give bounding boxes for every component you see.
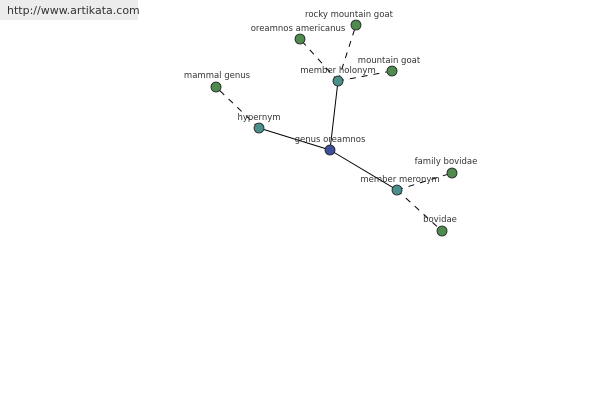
label-family-bovidae: family bovidae bbox=[415, 157, 478, 167]
node-member-holonym[interactable] bbox=[332, 75, 344, 87]
node-member-meronym[interactable] bbox=[391, 184, 403, 196]
label-root: genus oreamnos bbox=[295, 135, 366, 145]
label-rocky-mountain-goat: rocky mountain goat bbox=[305, 10, 394, 20]
edge-root-to-member-meronym bbox=[329, 149, 398, 191]
label-member-meronym: member meronym bbox=[360, 175, 439, 185]
edge-member-meronym-to-bovidae bbox=[396, 189, 443, 232]
edge-root-to-hypernym bbox=[258, 127, 331, 151]
edge-hypernym-to-mammal-genus bbox=[215, 86, 260, 129]
node-root[interactable] bbox=[324, 144, 336, 156]
label-mammal-genus: mammal genus bbox=[184, 71, 251, 81]
label-mountain-goat: mountain goat bbox=[358, 56, 421, 66]
node-mountain-goat[interactable] bbox=[386, 65, 398, 77]
edge-member-meronym-to-family-bovidae bbox=[396, 172, 453, 191]
node-bovidae[interactable] bbox=[436, 225, 448, 237]
node-family-bovidae[interactable] bbox=[446, 167, 458, 179]
edge-member-holonym-to-mountain-goat bbox=[337, 70, 393, 82]
watermark: http://www.artikata.com bbox=[0, 0, 140, 20]
edge-member-holonym-to-oreamnos-americanus bbox=[299, 38, 339, 82]
edge-root-to-member-holonym bbox=[329, 80, 339, 151]
node-rocky-mountain-goat[interactable] bbox=[350, 19, 362, 31]
edge-member-holonym-to-rocky-mountain-goat bbox=[337, 24, 357, 82]
node-mammal-genus[interactable] bbox=[210, 81, 222, 93]
node-hypernym[interactable] bbox=[253, 122, 265, 134]
node-oreamnos-americanus[interactable] bbox=[294, 33, 306, 45]
label-hypernym: hypernym bbox=[237, 113, 280, 123]
watermark-url[interactable]: http://www.artikata.com bbox=[7, 4, 140, 17]
label-member-holonym: member holonym bbox=[300, 66, 375, 76]
label-bovidae: bovidae bbox=[423, 215, 457, 225]
label-oreamnos-americanus: oreamnos americanus bbox=[251, 24, 346, 34]
